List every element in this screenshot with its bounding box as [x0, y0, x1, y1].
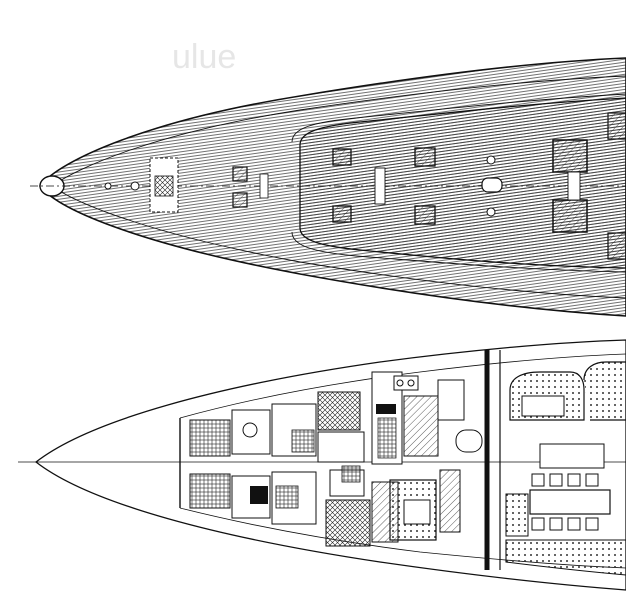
crew-cabins — [189, 409, 271, 519]
deck-hatches — [332, 147, 503, 225]
lower-hull-outline — [34, 339, 626, 591]
deckhouse-outline — [299, 97, 626, 269]
watermark-text: ulue — [172, 38, 236, 76]
forward-hatches — [232, 166, 269, 208]
main-saloon — [505, 361, 626, 576]
heads-and-cabins — [271, 391, 371, 547]
owner-stateroom — [389, 379, 483, 541]
deckhouse-inner-outline — [291, 93, 626, 273]
deck-plan-view — [30, 57, 626, 317]
aft-hatches — [552, 112, 626, 260]
anchor-windlass — [104, 157, 179, 213]
galley — [371, 371, 439, 543]
lower-deck-layout-view — [18, 339, 626, 591]
deck-inner-line — [51, 75, 626, 299]
